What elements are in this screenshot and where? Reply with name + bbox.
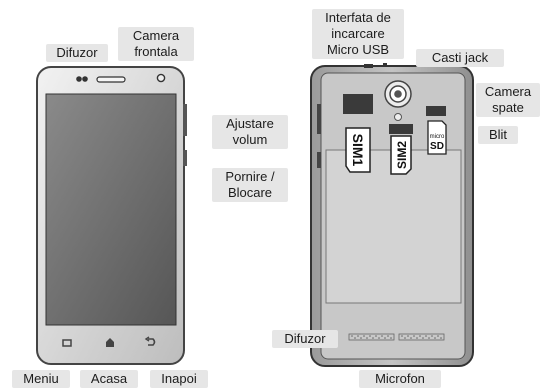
back-power-button-icon [317,152,321,168]
microsd-label: SD [430,141,444,152]
label-casti-jack: Casti jack [416,49,504,67]
microsd-card: micro SD [427,120,447,155]
sim2-card: SIM2 [390,135,412,175]
microsd-small-label: micro [430,134,445,140]
front-phone [36,66,187,365]
sim2-slot-icon [389,124,413,134]
label-ajustare-volum: Ajustare volum [212,115,288,149]
sim1-card: SIM1 [345,127,371,173]
sensor-icon [76,76,82,82]
label-microfon: Microfon [359,370,441,388]
sim1-slot-icon [343,94,373,114]
label-blit: Blit [478,126,518,144]
label-difuzor-back: Difuzor [272,330,338,348]
label-camera-spate: Camera spate [476,83,540,117]
sim2-card-label: SIM2 [395,141,409,169]
label-inapoi: Inapoi [150,370,208,388]
label-meniu: Meniu [12,370,70,388]
sim1-card-label: SIM1 [350,134,366,167]
sensor-icon [82,76,88,82]
back-volume-button-icon [317,104,321,134]
power-button-icon [183,150,187,166]
back-key-icon [148,338,156,346]
back-phone [310,63,474,367]
volume-button-icon [183,104,187,136]
label-acasa: Acasa [80,370,138,388]
front-phone-screen [45,93,177,326]
jack-port-icon [383,63,387,67]
front-camera-icon [156,73,166,83]
front-speaker-icon [96,76,126,83]
menu-key-icon [62,339,72,347]
usb-port-icon [364,64,373,68]
label-interfata-usb: Interfata de incarcare Micro USB [312,9,404,59]
label-difuzor-front: Difuzor [46,44,108,62]
label-camera-frontala: Camera frontala [118,27,194,61]
sd-slot-icon [426,106,446,116]
battery-compartment [325,149,462,304]
flash-icon [394,113,402,121]
home-key-icon [106,338,114,347]
label-pornire-blocare: Pornire / Blocare [212,168,288,202]
back-speaker-grille-icon [348,333,445,341]
